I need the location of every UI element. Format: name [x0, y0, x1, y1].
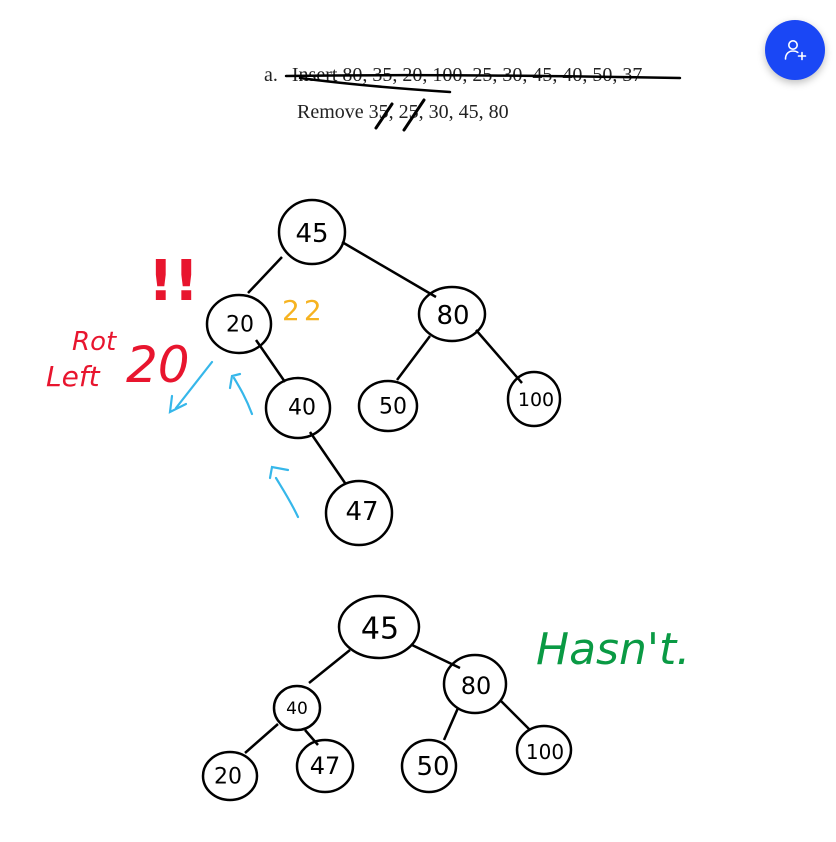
- tree-before: [205, 198, 562, 547]
- rotation-arrows: [168, 360, 300, 519]
- tree-node: [442, 653, 508, 715]
- node-label: 100: [526, 740, 564, 764]
- tree-node: [357, 379, 419, 433]
- insert-strikethrough: [284, 73, 682, 94]
- tree-node: [264, 376, 332, 440]
- rotation-line1: Rot: [72, 327, 117, 357]
- node-label: 40: [288, 396, 316, 421]
- node-label: 40: [286, 699, 308, 719]
- tree-node: [277, 198, 347, 266]
- problem-remove-line: Remove 35, 25, 30, 45, 80: [297, 101, 509, 124]
- alert-mark: !!: [148, 249, 199, 314]
- tree-node: [324, 479, 394, 547]
- tree-node: [337, 594, 421, 660]
- balance-note: 22: [282, 294, 326, 327]
- item-label: a.: [264, 64, 278, 86]
- tree-node: [400, 738, 458, 794]
- node-label: 45: [361, 612, 399, 647]
- node-label: 20: [226, 313, 254, 338]
- node-label: 50: [416, 752, 449, 782]
- signature: Hasn't.: [536, 624, 690, 675]
- tree-node: [515, 724, 573, 776]
- add-user-button[interactable]: [765, 20, 825, 80]
- tree-node: [417, 285, 487, 343]
- node-label: 47: [310, 752, 341, 780]
- tree-node: [272, 684, 322, 732]
- tree-node: [295, 738, 355, 794]
- node-label: 50: [379, 395, 407, 420]
- node-label: 100: [518, 389, 554, 411]
- tree-node: [201, 750, 259, 802]
- remove-crossouts: [374, 98, 426, 132]
- tree-node: [506, 370, 562, 428]
- node-label: 45: [295, 219, 328, 249]
- tree-after: [201, 594, 573, 802]
- rotation-line2: Left: [46, 360, 101, 393]
- tree-node: [205, 293, 273, 355]
- add-user-icon: [784, 40, 807, 61]
- rotation-value: 20: [126, 336, 190, 394]
- node-label: 80: [461, 672, 492, 700]
- node-label: 20: [214, 765, 242, 790]
- remove-text: Remove 35, 25, 30, 45, 80: [297, 101, 509, 123]
- node-label: 47: [345, 497, 378, 527]
- node-label: 80: [436, 301, 469, 331]
